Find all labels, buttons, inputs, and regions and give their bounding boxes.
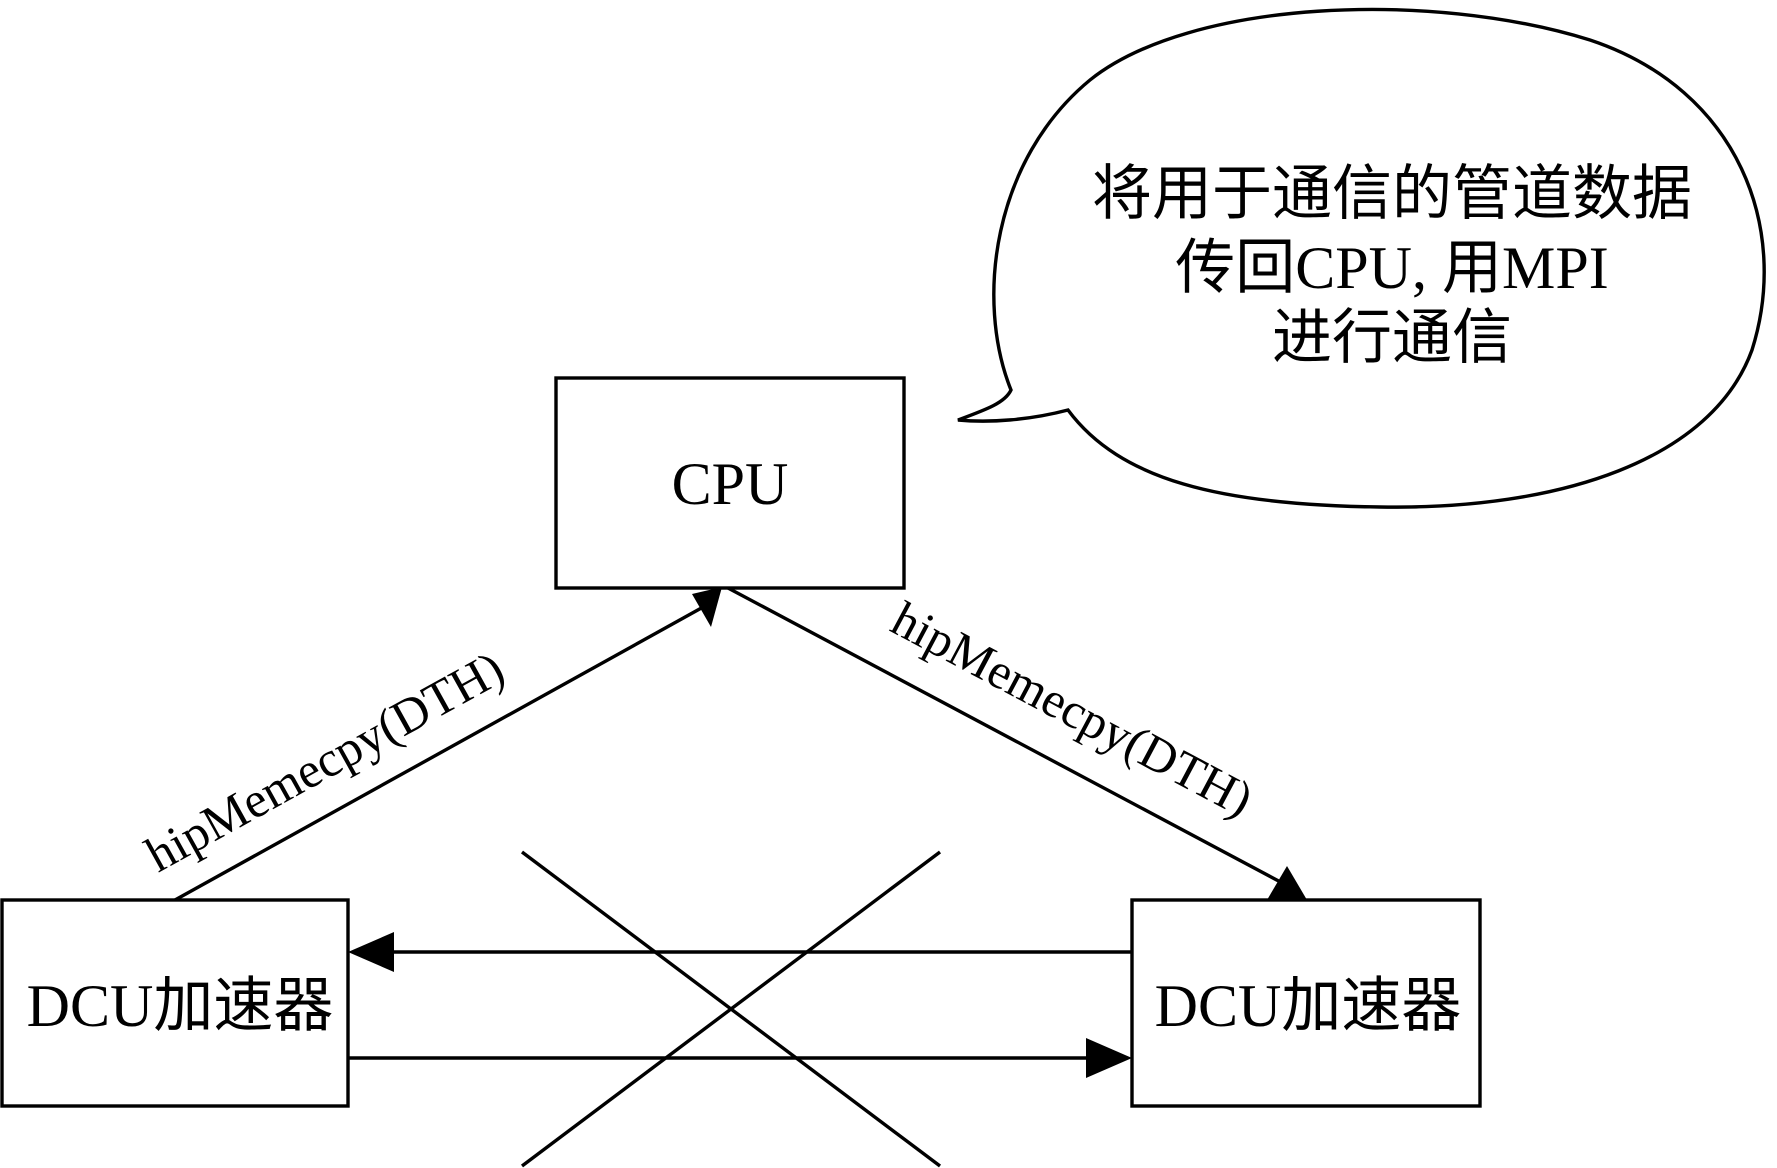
- edge-right-to-left: [348, 932, 1132, 972]
- cpu-node: CPU: [554, 376, 906, 590]
- callout-line-2: 传回CPU, 用MPI: [1175, 235, 1608, 301]
- dcu-left-label: DCU加速器: [27, 973, 334, 1039]
- edge-cpu-to-right: hipMemecpy(DTH): [727, 586, 1307, 900]
- edge-cpu-to-right-line: [727, 586, 1289, 888]
- cpu-label: CPU: [672, 451, 789, 517]
- dcu-right-label: DCU加速器: [1155, 973, 1462, 1039]
- dcu-left-node: DCU加速器: [0, 898, 350, 1108]
- edge-left-to-cpu: hipMemecpy(DTH): [136, 587, 722, 902]
- cross-mark-line-2: [520, 850, 942, 1168]
- edge-left-to-cpu-arrowhead: [692, 587, 722, 627]
- edge-cpu-to-right-label: hipMemecpy(DTH): [883, 590, 1262, 827]
- dcu-left-box: [0, 898, 350, 1108]
- edge-left-to-cpu-label: hipMemecpy(DTH): [136, 640, 513, 883]
- callout-line-3: 进行通信: [1272, 305, 1512, 371]
- edge-left-to-cpu-line: [174, 604, 706, 902]
- dcu-right-box: [1130, 898, 1482, 1108]
- edge-left-to-right-arrowhead: [1086, 1038, 1132, 1078]
- callout-line-1: 将用于通信的管道数据: [1092, 161, 1692, 227]
- edge-left-to-right: [348, 1038, 1132, 1078]
- dcu-right-node: DCU加速器: [1130, 898, 1482, 1108]
- edge-right-to-left-arrowhead: [348, 932, 394, 972]
- edge-cpu-to-right-arrowhead: [1267, 866, 1307, 900]
- cross-mark: [520, 850, 942, 1168]
- cpu-box: [554, 376, 906, 590]
- callout-bubble: 将用于通信的管道数据 传回CPU, 用MPI 进行通信: [957, 7, 1766, 509]
- callout-bubble-shape: [957, 7, 1766, 509]
